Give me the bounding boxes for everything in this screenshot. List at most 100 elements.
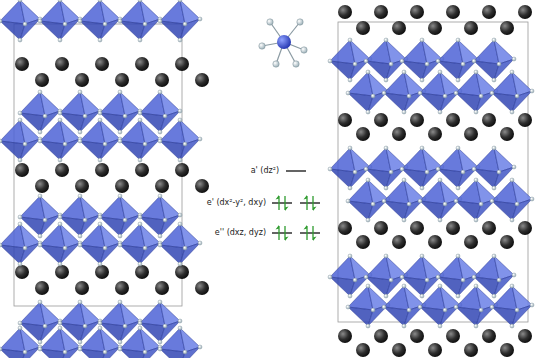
cation-sphere: [175, 57, 189, 71]
octahedron: [78, 118, 122, 162]
cation-sphere: [55, 57, 69, 71]
cation-sphere: [518, 329, 532, 343]
cation-sphere: [155, 179, 169, 193]
cation-sphere: [500, 127, 514, 141]
octahedron: [490, 70, 534, 114]
cation-sphere: [35, 179, 49, 193]
cation-sphere: [446, 221, 460, 235]
cation-sphere: [356, 127, 370, 141]
cation-sphere: [428, 235, 442, 249]
octahedron: [118, 0, 162, 42]
electron-pair: [276, 225, 289, 241]
orbital-level: [300, 232, 320, 233]
octahedron: [454, 70, 498, 114]
octahedron: [158, 326, 202, 358]
cation-sphere: [175, 265, 189, 279]
cation-sphere: [428, 343, 442, 357]
octahedron: [418, 178, 462, 222]
cation-sphere: [482, 329, 496, 343]
octahedron: [78, 0, 122, 42]
orbital-level: [300, 202, 320, 203]
octahedron: [346, 70, 390, 114]
cation-sphere: [15, 265, 29, 279]
orbital-level: [272, 232, 292, 233]
cation-sphere: [75, 73, 89, 87]
orbital-level: [272, 202, 292, 203]
cation-sphere: [356, 21, 370, 35]
octahedron: [118, 222, 162, 266]
orbital-level: [286, 170, 306, 171]
octahedron: [454, 284, 498, 328]
cation-sphere: [55, 265, 69, 279]
cation-sphere: [15, 57, 29, 71]
cation-sphere: [175, 163, 189, 177]
octahedron: [78, 222, 122, 266]
cation-sphere: [518, 221, 532, 235]
cation-sphere: [374, 221, 388, 235]
orbital-label: a' (dz²): [250, 166, 280, 176]
cation-sphere: [95, 57, 109, 71]
cation-sphere: [55, 163, 69, 177]
cation-sphere: [15, 163, 29, 177]
cation-sphere: [518, 113, 532, 127]
cation-sphere: [75, 281, 89, 295]
cation-sphere: [338, 221, 352, 235]
energy-level-diagram: [272, 171, 320, 241]
octahedron: [0, 118, 42, 162]
octahedron: [382, 178, 426, 222]
cation-sphere: [95, 265, 109, 279]
cation-sphere: [35, 281, 49, 295]
electron-pair: [304, 225, 317, 241]
cation-sphere: [374, 329, 388, 343]
cation-sphere: [392, 127, 406, 141]
cation-sphere: [410, 221, 424, 235]
octahedron: [0, 326, 42, 358]
cation-sphere: [374, 5, 388, 19]
cation-sphere: [464, 343, 478, 357]
cation-sphere: [482, 221, 496, 235]
cation-sphere: [518, 5, 532, 19]
cation-sphere: [95, 163, 109, 177]
cation-sphere: [410, 113, 424, 127]
cation-sphere: [464, 127, 478, 141]
cation-sphere: [338, 5, 352, 19]
octahedron: [118, 118, 162, 162]
cation-sphere: [410, 5, 424, 19]
cation-sphere: [392, 343, 406, 357]
cation-sphere: [392, 235, 406, 249]
octahedron: [38, 118, 82, 162]
electron-pair: [276, 195, 289, 211]
cation-sphere: [464, 21, 478, 35]
cation-sphere: [482, 5, 496, 19]
orbital-label: e'' (dxz, dyz): [214, 228, 267, 238]
octahedron: [346, 284, 390, 328]
cation-sphere: [446, 113, 460, 127]
cation-sphere: [155, 73, 169, 87]
cation-sphere: [500, 235, 514, 249]
octahedron: [418, 284, 462, 328]
cation-sphere: [338, 113, 352, 127]
cation-sphere: [135, 57, 149, 71]
right-structure: [328, 5, 534, 357]
left-structure: [0, 0, 209, 358]
cation-sphere: [115, 179, 129, 193]
coordination-polyhedron: [259, 19, 307, 67]
cation-sphere: [195, 281, 209, 295]
octahedron: [38, 326, 82, 358]
orbital-label: e' (dx²-y², dxy): [206, 198, 267, 208]
octahedron: [490, 284, 534, 328]
cation-sphere: [195, 73, 209, 87]
cation-sphere: [464, 235, 478, 249]
octahedron: [38, 0, 82, 42]
cation-sphere: [428, 21, 442, 35]
cation-sphere: [115, 281, 129, 295]
cation-sphere: [135, 163, 149, 177]
octahedron: [118, 326, 162, 358]
octahedron: [158, 118, 202, 162]
octahedron: [382, 284, 426, 328]
cation-sphere: [356, 343, 370, 357]
cation-sphere: [446, 5, 460, 19]
cation-sphere: [195, 179, 209, 193]
